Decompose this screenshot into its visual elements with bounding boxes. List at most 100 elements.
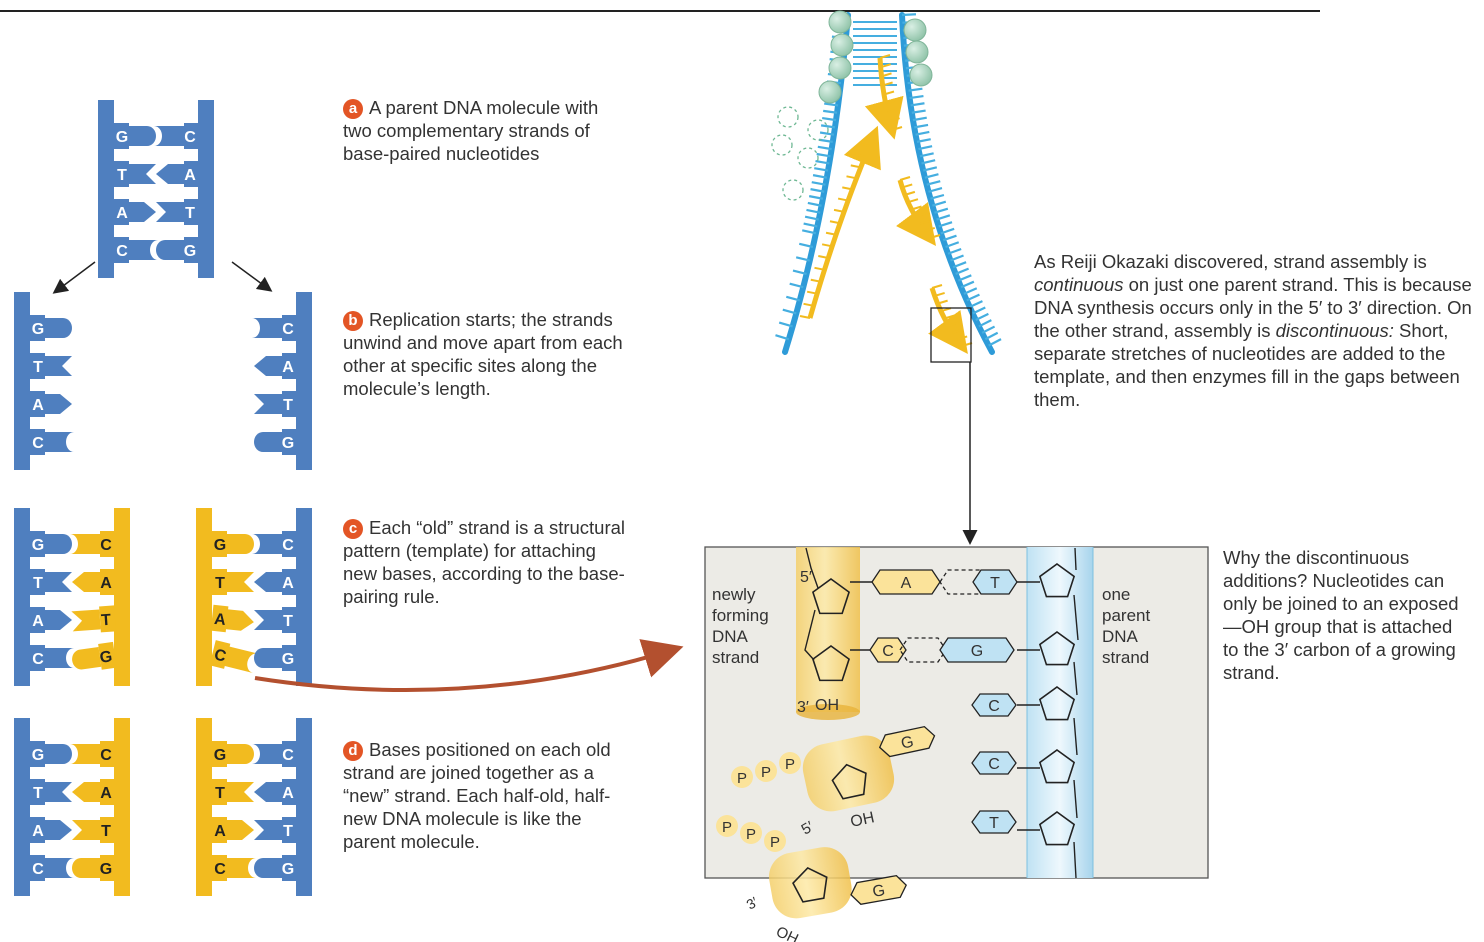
base-C xyxy=(128,240,158,260)
base-label-A: A xyxy=(282,359,294,376)
fork-rung xyxy=(822,116,837,122)
phosphate-circle xyxy=(740,822,762,844)
base-stem xyxy=(282,531,297,557)
fragment-rung xyxy=(882,81,893,87)
fragment-rung xyxy=(956,335,968,341)
fork-rung xyxy=(966,293,980,302)
base-stem xyxy=(114,199,129,225)
base-stem xyxy=(100,855,115,881)
fragment-rung xyxy=(885,99,896,105)
fork-rung xyxy=(782,308,797,315)
fork-rung xyxy=(988,338,1002,347)
fork-rung xyxy=(981,325,996,334)
fork-rung xyxy=(820,124,836,129)
base-letter: C xyxy=(988,756,1000,773)
base-letter: A xyxy=(901,575,912,592)
base-stem xyxy=(212,741,227,767)
fork-rung xyxy=(940,227,955,235)
base-label-A: A xyxy=(32,397,44,414)
strand-backbone xyxy=(296,718,312,896)
base-G xyxy=(156,240,184,260)
leading-rung xyxy=(833,208,845,213)
leading-strand xyxy=(799,125,881,319)
base-T xyxy=(254,820,282,840)
okazaki-fragment-line xyxy=(864,57,904,140)
base-A xyxy=(44,610,72,630)
base-label-C: C xyxy=(282,321,294,338)
fork-left-parent-strand xyxy=(775,12,851,355)
fork-rung xyxy=(957,274,972,282)
base-label-G: G xyxy=(32,321,44,338)
okazaki-fragment-1 xyxy=(864,54,904,140)
base-stem xyxy=(30,741,45,767)
fork-rung xyxy=(775,334,790,341)
fork-rung xyxy=(955,267,970,275)
step-b-text: Replication starts; the strands unwind a… xyxy=(343,309,623,399)
fork-rung xyxy=(930,193,945,200)
fragment-rung xyxy=(883,90,895,96)
free-nucleotide-outline xyxy=(797,147,819,169)
base-label-C: C xyxy=(282,537,294,554)
fork-rung xyxy=(975,312,989,321)
new-strand-sugar-top xyxy=(811,578,851,615)
base-label-A: A xyxy=(116,205,128,222)
base-label-G: G xyxy=(116,129,128,146)
fragment-rung xyxy=(944,314,955,320)
leading-strand-line xyxy=(807,125,881,319)
new-strand-label-line: forming xyxy=(712,606,769,625)
fork-rung xyxy=(833,20,848,24)
base-outline xyxy=(971,810,1017,834)
base-A xyxy=(226,820,254,840)
fork-rung xyxy=(829,58,844,62)
phosphate-label: P xyxy=(785,756,795,773)
fork-rung xyxy=(831,35,846,40)
base-G xyxy=(254,858,282,878)
fragment-rung xyxy=(929,234,941,239)
base-C xyxy=(223,646,258,674)
parent-strand-label-line: one xyxy=(1102,585,1130,604)
fork-rung xyxy=(963,287,978,295)
okazaki-text-2: on just one parent strand. This is becau… xyxy=(1034,274,1472,341)
base-stem xyxy=(282,391,297,417)
split-arrow-left xyxy=(52,261,96,294)
tilted-base: T xyxy=(71,605,116,633)
tilted-base: A xyxy=(210,604,254,633)
fragment-rung xyxy=(934,291,945,297)
base-outline xyxy=(899,637,947,663)
fork-rung xyxy=(915,130,930,136)
helicase-bead xyxy=(903,18,927,42)
base-outline xyxy=(971,693,1017,717)
base-A xyxy=(254,356,282,376)
base-outline xyxy=(850,874,907,905)
helicase-bead xyxy=(830,33,854,57)
phosphate-circle xyxy=(716,815,738,837)
base-C xyxy=(70,534,100,554)
leading-rung xyxy=(818,255,829,260)
fork-rung xyxy=(936,214,951,221)
new-strand-label-line: newly xyxy=(712,585,756,604)
base-A xyxy=(44,820,72,840)
fork-rung xyxy=(803,222,818,228)
base-A xyxy=(44,394,72,414)
fork-rung xyxy=(960,280,975,289)
okazaki-fragment-line xyxy=(895,179,937,246)
tilted-base: G xyxy=(72,641,117,670)
new-strand-label-line: DNA xyxy=(712,627,749,646)
fork-rung xyxy=(907,80,922,85)
fork-rung xyxy=(811,181,826,186)
helicase-bead xyxy=(828,56,852,80)
base-outline xyxy=(939,569,989,595)
fragment-rung xyxy=(889,117,900,123)
phosphate-circle xyxy=(731,766,753,788)
base-stem xyxy=(212,855,227,881)
strand-backbone xyxy=(14,508,30,686)
strand-backbone xyxy=(98,100,114,278)
base-letter: C xyxy=(988,698,1000,715)
parent-strand-sugar xyxy=(1038,811,1076,846)
fork-rung xyxy=(823,109,838,114)
